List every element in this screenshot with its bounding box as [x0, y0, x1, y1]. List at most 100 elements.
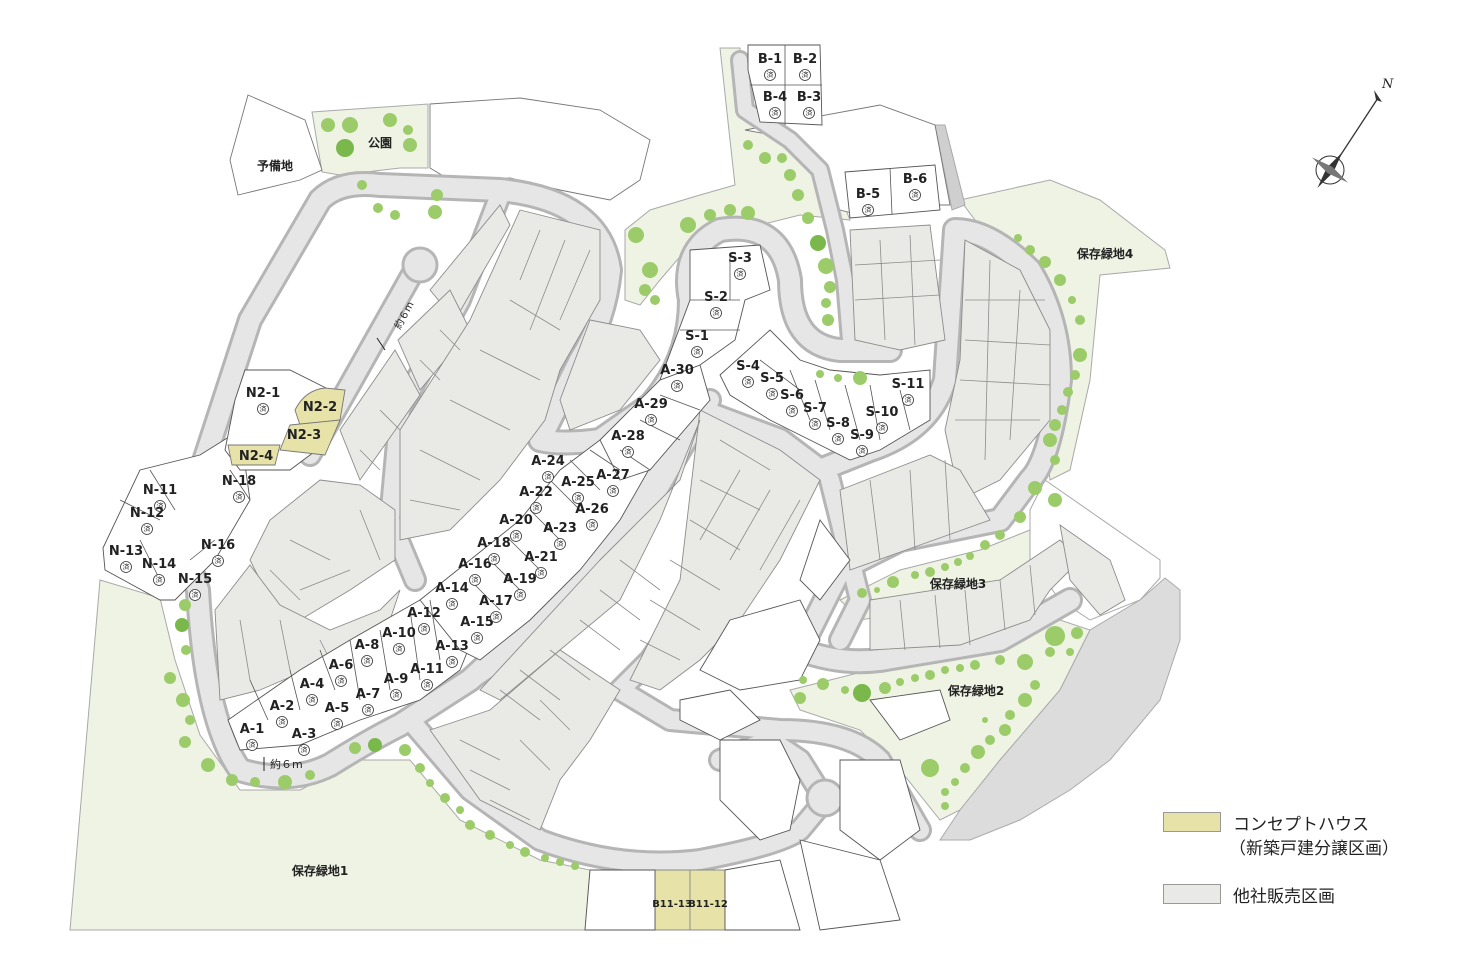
lot-a-28[interactable]: A-28済 — [611, 429, 645, 458]
lot-b-6[interactable]: B-6済 — [903, 172, 927, 201]
lot-b-5[interactable]: B-5済 — [856, 187, 880, 216]
lot-N2-3-shape — [279, 419, 341, 456]
sold-badge-text: 済 — [589, 520, 596, 529]
lot-a-29[interactable]: A-29済 — [634, 397, 668, 426]
lot-a-18[interactable]: A-18済 — [477, 536, 511, 565]
lot-s-6[interactable]: S-6済 — [780, 388, 804, 417]
reserve-label: 予備地 — [257, 158, 293, 173]
lot-a-25[interactable]: A-25済 — [561, 475, 595, 504]
lot-n-12[interactable]: N-12済 — [130, 506, 164, 535]
lot-b-1[interactable]: B-1済 — [758, 52, 782, 81]
lot-s-10[interactable]: S-10済 — [866, 405, 899, 434]
lot-a-2[interactable]: A-2済 — [270, 699, 295, 728]
lot-b-2[interactable]: B-2済 — [793, 52, 817, 81]
other-lot-dividers — [239, 229, 1051, 821]
lot-a-20[interactable]: A-20済 — [499, 513, 533, 542]
lot-a-19[interactable]: A-19済 — [503, 572, 537, 601]
lot-b11-12[interactable]: B11-12 — [688, 899, 728, 910]
sold-badge — [607, 485, 619, 497]
lot-label: A-25 — [561, 475, 595, 490]
sold-badge — [471, 632, 483, 644]
sold-badge-text: 済 — [365, 705, 372, 714]
sold-badge — [276, 716, 288, 728]
sold-badge — [446, 656, 458, 668]
sold-badge — [586, 519, 598, 531]
lot-label: A-15 — [460, 615, 494, 630]
sold-badge — [876, 422, 888, 434]
lot-label: N2-4 — [239, 449, 273, 464]
lot-a-27[interactable]: A-27済 — [596, 468, 630, 497]
sold-badge-text: 済 — [713, 308, 720, 317]
lot-label: N-14 — [142, 557, 176, 572]
lot-a-7[interactable]: A-7済 — [356, 687, 381, 716]
sold-badge — [572, 492, 584, 504]
sold-badge-text: 済 — [393, 690, 400, 699]
lot-a-16[interactable]: A-16済 — [458, 557, 492, 586]
lot-n-16[interactable]: N-16済 — [201, 538, 235, 567]
lot-n-11[interactable]: N-11済 — [143, 483, 177, 512]
lot-s-1[interactable]: S-1済 — [685, 329, 709, 358]
lot-s-9[interactable]: S-9済 — [850, 428, 874, 457]
lot-a-9[interactable]: A-9済 — [384, 672, 409, 701]
sold-badge-text: 済 — [789, 406, 796, 415]
lot-label: A-30 — [660, 363, 694, 378]
sold-badge-text: 済 — [449, 599, 456, 608]
sold-badge-text: 済 — [493, 612, 500, 621]
lot-b-3[interactable]: B-3済 — [797, 90, 821, 119]
sold-badge — [622, 446, 634, 458]
lot-s-7[interactable]: S-7済 — [803, 401, 827, 430]
lot-a-23[interactable]: A-23済 — [543, 521, 577, 550]
lot-s-8[interactable]: S-8済 — [826, 416, 850, 445]
lot-a-17[interactable]: A-17済 — [479, 594, 513, 623]
lot-a-30[interactable]: A-30済 — [660, 363, 694, 392]
lot-n2-4[interactable]: N2-4 — [239, 449, 273, 464]
lot-label: A-6 — [329, 658, 354, 673]
lot-n-15[interactable]: N-15済 — [178, 572, 212, 601]
lot-a-14[interactable]: A-14済 — [435, 581, 469, 610]
lot-label: A-3 — [292, 727, 317, 742]
lot-a-11[interactable]: A-11済 — [410, 662, 444, 691]
lot-a-13[interactable]: A-13済 — [435, 639, 469, 668]
lot-a-26[interactable]: A-26済 — [575, 502, 609, 531]
sold-badge — [212, 555, 224, 567]
lot-a-22[interactable]: A-22済 — [519, 485, 553, 514]
lot-a-3[interactable]: A-3済 — [292, 727, 317, 756]
sold-badge — [799, 69, 811, 81]
lot-b11-13[interactable]: B11-13 — [652, 899, 692, 910]
lot-a-12[interactable]: A-12済 — [407, 606, 441, 635]
lot-a-5[interactable]: A-5済 — [325, 701, 350, 730]
lot-s-11[interactable]: S-11済 — [892, 377, 925, 406]
sold-badge-text: 済 — [517, 590, 524, 599]
sold-badge-text: 済 — [123, 562, 130, 571]
lot-n-13[interactable]: N-13済 — [109, 544, 143, 573]
lot-n2-2[interactable]: N2-2 — [303, 400, 337, 415]
lot-n-18[interactable]: N-18済 — [222, 474, 256, 503]
lot-a-4[interactable]: A-4済 — [300, 677, 325, 706]
sold-badge-text: 済 — [338, 676, 345, 685]
lot-a-24[interactable]: A-24済 — [531, 454, 565, 483]
lot-a-21[interactable]: A-21済 — [524, 550, 558, 579]
lot-a-8[interactable]: A-8済 — [355, 638, 380, 667]
lot-s-5[interactable]: S-5済 — [760, 371, 784, 400]
lot-a-1[interactable]: A-1済 — [240, 722, 265, 751]
lot-label: S-3 — [728, 251, 752, 266]
lot-s-4[interactable]: S-4済 — [736, 359, 760, 388]
park-label: 公園 — [368, 136, 392, 150]
lot-b-4[interactable]: B-4済 — [763, 90, 787, 119]
lot-a-15[interactable]: A-15済 — [460, 615, 494, 644]
park-area — [311, 103, 429, 176]
sold-badge — [362, 704, 374, 716]
lot-label: A-4 — [300, 677, 325, 692]
lot-a-10[interactable]: A-10済 — [382, 626, 416, 655]
sold-badge-text: 済 — [279, 717, 286, 726]
lot-n2-3[interactable]: N2-3 — [287, 428, 321, 443]
lot-a-6[interactable]: A-6 済 — [329, 658, 354, 687]
lot-n-14[interactable]: N-14済 — [142, 557, 176, 586]
sold-badge — [769, 107, 781, 119]
distance-label-2: 約６m — [270, 757, 303, 771]
lot-label: A-1 — [240, 722, 265, 737]
lot-s-3[interactable]: S-3済 — [728, 251, 752, 280]
lot-s-2[interactable]: S-2済 — [704, 290, 728, 319]
lot-n2-1[interactable]: N2-1済 — [246, 386, 280, 415]
sold-badge-text: 済 — [625, 447, 632, 456]
